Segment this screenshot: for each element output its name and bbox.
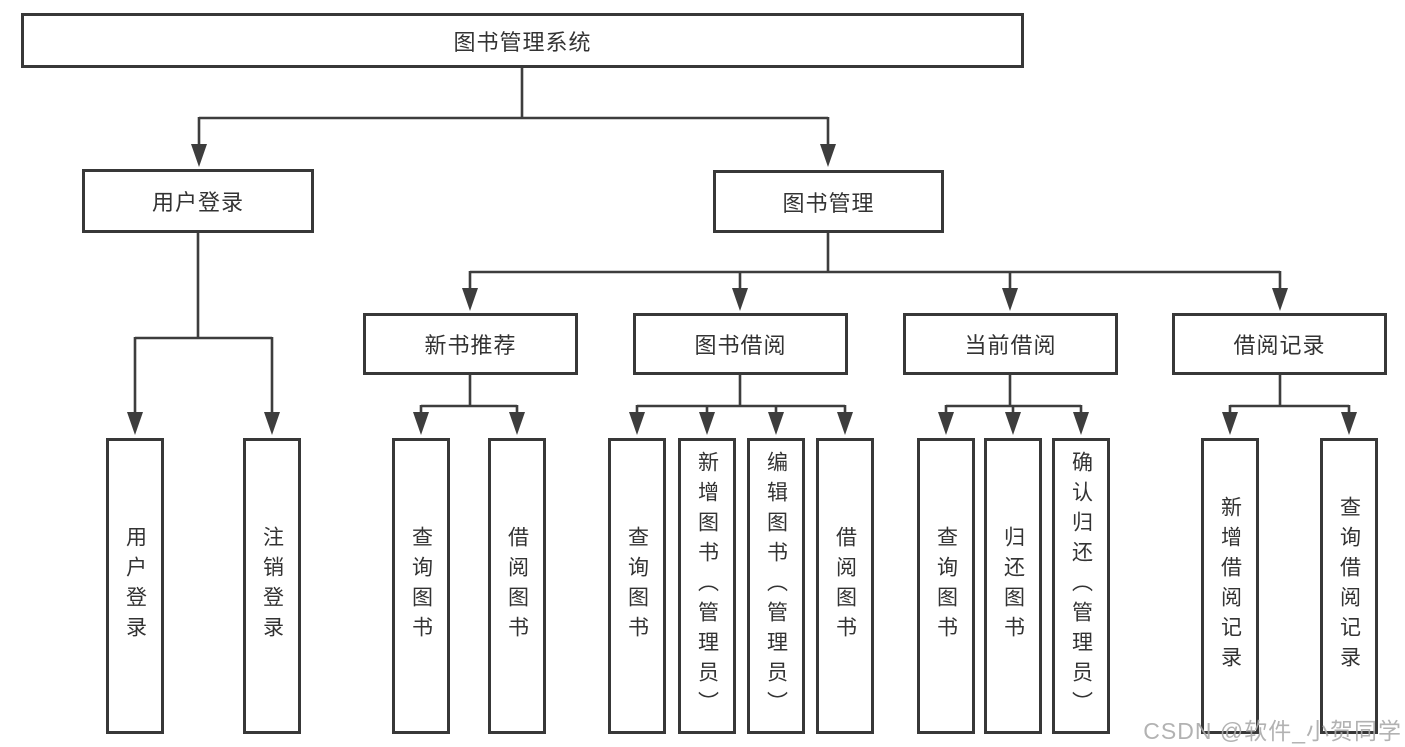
leaf-label: 借阅图书 [505,526,529,646]
leaf-label: 查询图书 [625,526,649,646]
leaf-query-book-recommend: 查询图书 [392,438,450,734]
node-label: 用户登录 [151,190,244,215]
leaf-edit-book-admin: 编辑图书（管理员） [747,438,805,734]
leaf-confirm-return-admin: 确认归还（管理员） [1052,438,1110,734]
leaf-label: 查询图书 [409,526,433,646]
leaf-label: 借阅图书 [833,526,857,646]
node-current-borrowing: 当前借阅 [903,313,1118,375]
node-label: 图书管理 [782,190,875,216]
leaf-query-book-borrowing: 查询图书 [608,438,666,734]
leaf-label: 确认归还（管理员） [1069,451,1093,721]
leaf-label: 用户登录 [123,526,147,646]
node-label: 图书管理系统 [453,29,592,55]
arrowheads [127,144,1357,435]
leaf-query-borrow-record: 查询借阅记录 [1320,438,1378,734]
watermark: CSDN @软件_小贺同学 [1143,718,1402,744]
leaf-query-book-current: 查询图书 [917,438,975,734]
leaf-label: 新增借阅记录 [1218,496,1242,676]
leaf-label: 归还图书 [1001,526,1025,646]
node-label: 借阅记录 [1233,333,1326,358]
leaf-user-login: 用户登录 [106,438,164,734]
node-book-management-branch: 图书管理 [713,170,944,233]
leaf-label: 查询图书 [934,526,958,646]
node-book-borrowing: 图书借阅 [633,313,848,375]
leaf-add-book-admin: 新增图书（管理员） [678,438,736,734]
leaf-add-borrow-record: 新增借阅记录 [1201,438,1259,734]
node-user-login-branch: 用户登录 [82,169,314,233]
node-label: 图书借阅 [694,333,787,358]
leaf-label: 查询借阅记录 [1337,496,1361,676]
leaf-borrow-book-recommend: 借阅图书 [488,438,546,734]
leaf-label: 编辑图书（管理员） [764,451,788,721]
connector-path [133,68,1351,416]
node-borrowing-records: 借阅记录 [1172,313,1387,375]
leaf-borrow-book: 借阅图书 [816,438,874,734]
leaf-label: 注销登录 [260,526,284,646]
node-label: 当前借阅 [964,333,1057,358]
node-library-management-system: 图书管理系统 [21,13,1024,68]
leaf-return-book: 归还图书 [984,438,1042,734]
leaf-label: 新增图书（管理员） [695,451,719,721]
node-label: 新书推荐 [424,333,517,358]
node-new-book-recommendation: 新书推荐 [363,313,578,375]
leaf-logout: 注销登录 [243,438,301,734]
